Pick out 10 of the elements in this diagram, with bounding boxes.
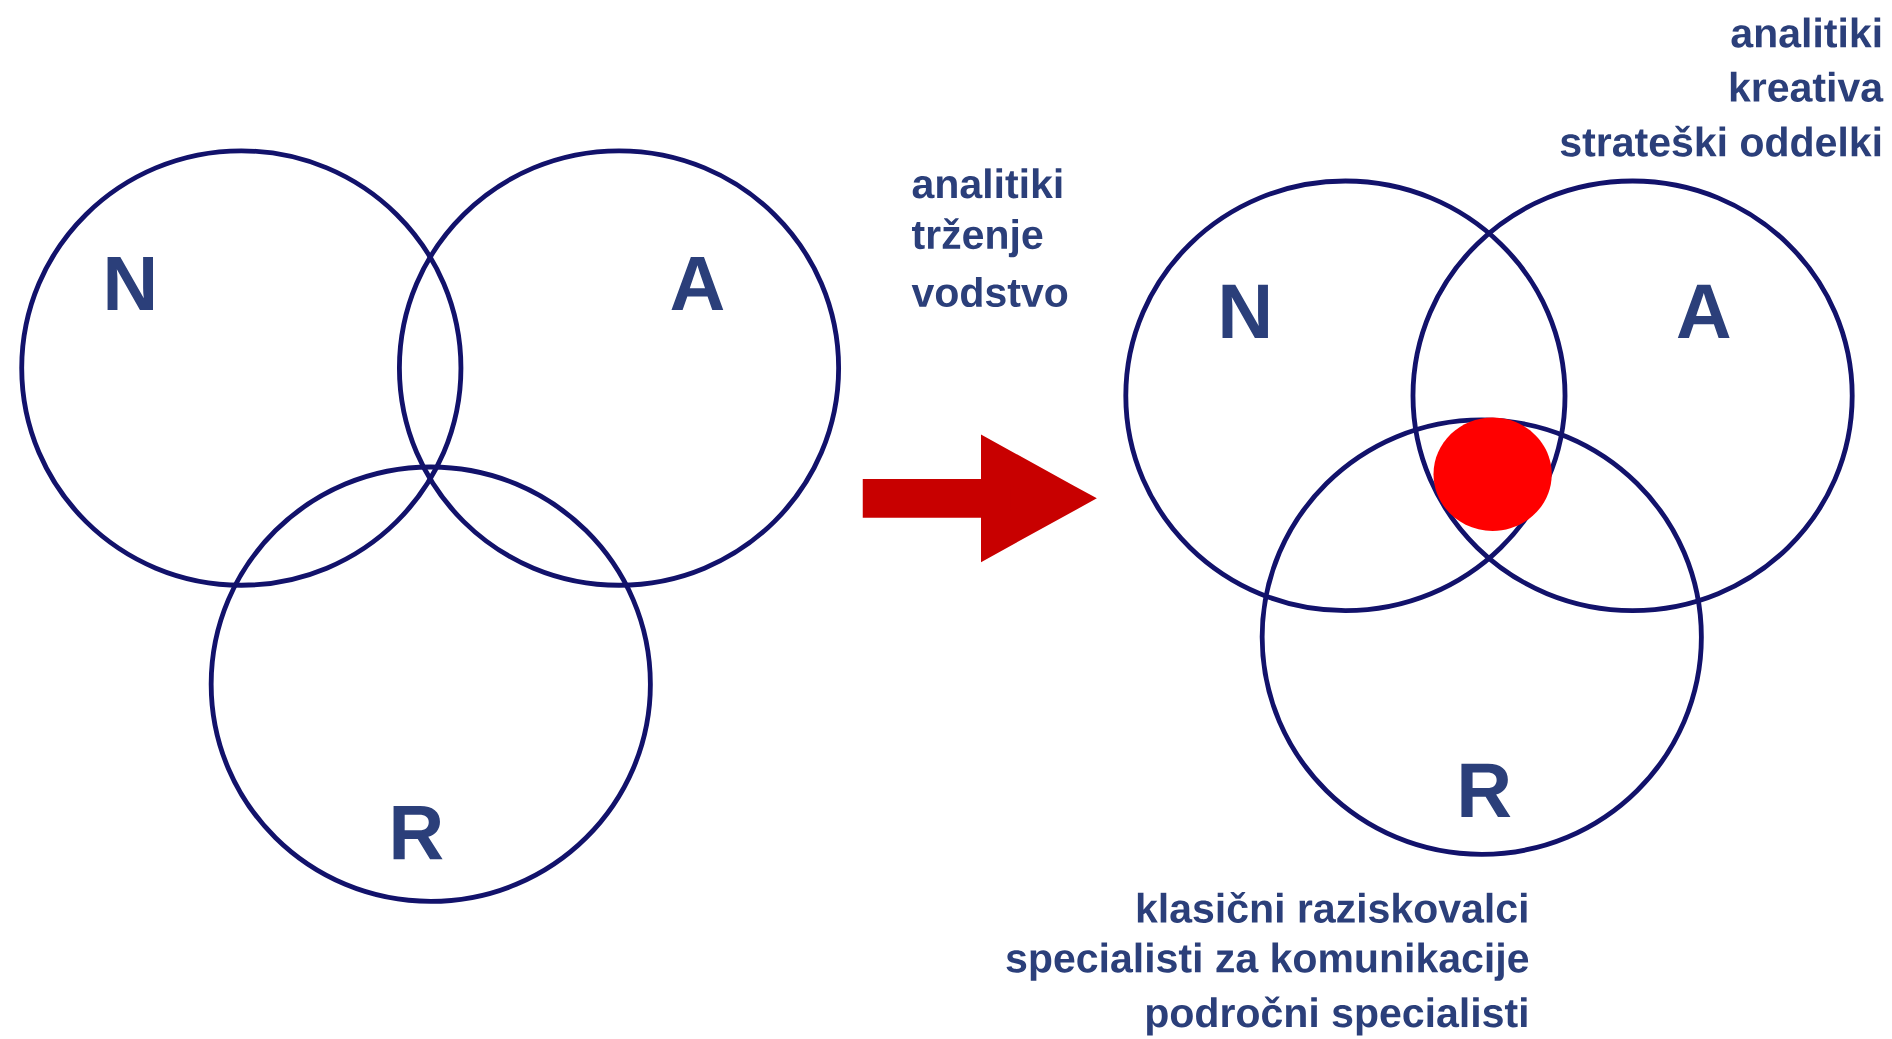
text-label: klasični raziskovalci	[1137, 891, 1527, 923]
text-label: analitiki	[1731, 17, 1881, 48]
text-label: analitiki	[912, 168, 1062, 199]
overlap-dot	[1433, 417, 1552, 531]
text-label: področni specialisti	[1146, 996, 1527, 1036]
text-label: strateški oddelki	[1560, 125, 1881, 157]
text-label: kreativa	[1730, 71, 1884, 102]
text-label: specialisti za komunikacije	[1006, 942, 1529, 981]
text-label: vodstvo	[911, 277, 1068, 308]
text-label: trženje	[912, 218, 1043, 258]
